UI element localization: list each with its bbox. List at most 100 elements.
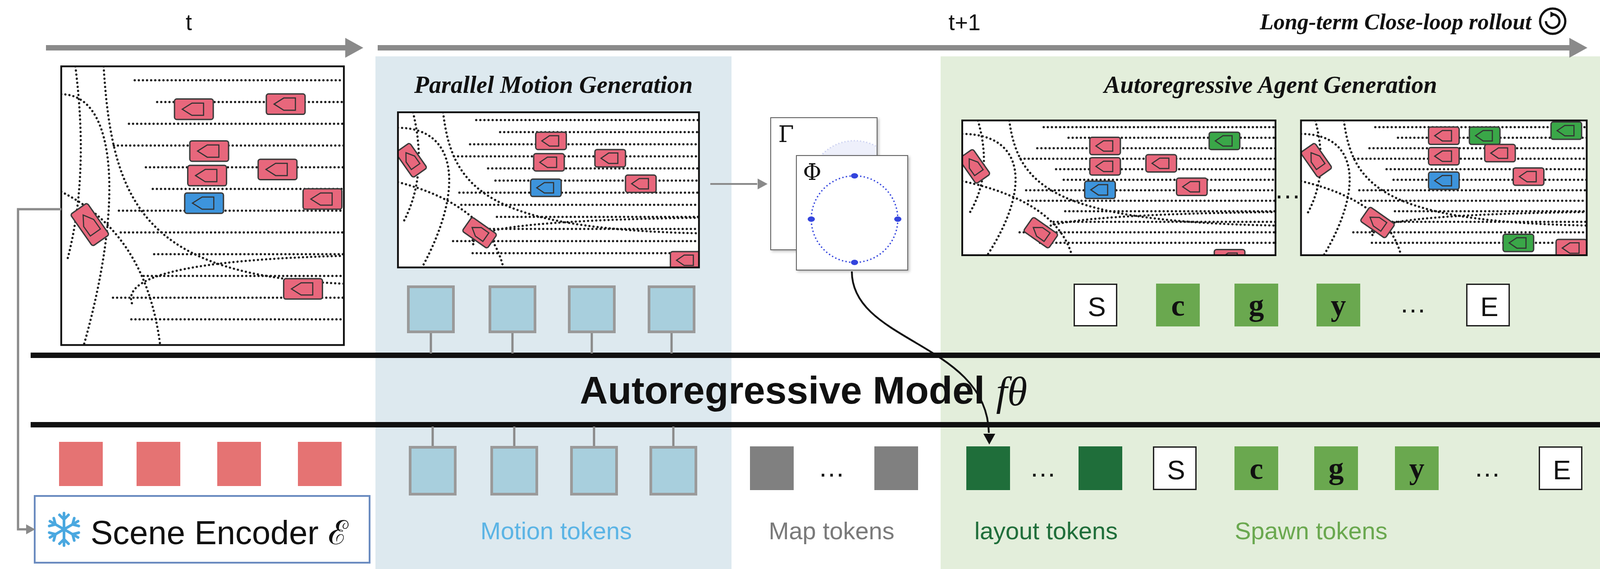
feed-line (18, 209, 62, 530)
token-box: c (1156, 283, 1200, 327)
vehicle-heading (265, 163, 288, 176)
ellipsis: … (1399, 287, 1427, 319)
lane-line (146, 165, 344, 169)
lane-line (152, 187, 344, 191)
model-name: Autoregressive Model (580, 367, 985, 413)
timeline-arrow (45, 45, 348, 51)
vehicle-body (189, 140, 229, 161)
vehicle (70, 202, 110, 247)
scene-token (217, 441, 261, 486)
lane-line (66, 66, 81, 262)
ellipsis: … (1473, 451, 1501, 483)
feature-point (807, 216, 815, 222)
vehicle-heading (310, 192, 333, 206)
token-caption: Map tokens (768, 516, 895, 545)
vehicle (266, 93, 306, 115)
arrow-head (1550, 11, 1556, 18)
feature-card: Φ (795, 155, 909, 271)
scene-token (297, 441, 342, 486)
node-text: c (1170, 287, 1185, 323)
vehicle-body (184, 192, 224, 214)
node-text: S (1087, 290, 1106, 322)
node-text: y (1409, 450, 1425, 486)
node-text: Parallel Motion Generation (414, 70, 693, 99)
token-box: E (1538, 446, 1583, 490)
lane-line (131, 255, 344, 303)
vehicle-body (70, 202, 110, 247)
node-caption: Spawn tokens (1234, 516, 1388, 545)
map-token (749, 446, 794, 490)
vehicle-body (302, 188, 342, 210)
vehicle-heading (77, 211, 101, 236)
vehicle (189, 140, 229, 161)
lane-line (120, 231, 344, 234)
feature-circle (811, 175, 898, 263)
vehicle-body (258, 159, 298, 180)
lane-line (118, 209, 344, 212)
vehicle (174, 99, 214, 120)
token-box: S (1073, 283, 1118, 327)
ellipsis: … (818, 451, 846, 483)
scene-map (61, 66, 344, 345)
stage-panel: Parallel Motion GenerationMotion tokens (375, 56, 732, 569)
time-label: t+1 (948, 9, 981, 36)
lane-line (143, 274, 344, 277)
node-text: S (1166, 453, 1185, 485)
scene-token (59, 441, 103, 486)
vehicle-heading (197, 144, 219, 157)
model-symbol: fθ (996, 368, 1028, 415)
token-box: y (1316, 283, 1361, 327)
vehicle-body (174, 99, 214, 120)
arrow-head (1569, 37, 1588, 58)
token-box: E (1466, 283, 1510, 327)
token-box: c (1234, 446, 1279, 490)
node-text: g (1248, 287, 1265, 323)
vehicle-heading (195, 169, 217, 182)
lane-line (103, 66, 344, 284)
arrow-head (757, 178, 768, 190)
node-caption: layout tokens (974, 516, 1118, 545)
node-text: Φ (803, 159, 822, 186)
map-token (874, 446, 919, 490)
token-box: y (1394, 446, 1439, 490)
node-text: c (1249, 450, 1263, 486)
stage-panel: Autoregressive Agent Generation layout to… (940, 56, 1600, 569)
node-text: E (1552, 453, 1571, 485)
scene-ground (61, 66, 344, 345)
lane-line (113, 296, 344, 299)
vehicle-body (187, 165, 227, 186)
vehicle-body (283, 278, 323, 299)
node-text: g (1328, 450, 1344, 486)
token-box: g (1234, 283, 1279, 327)
encoder-box: Scene Encoder ℰ (33, 494, 371, 564)
token-box: S (1152, 446, 1197, 490)
lane-line (157, 100, 344, 104)
vehicle-heading (182, 103, 204, 116)
rollout-label: Long-term Close-loop rollout (1259, 8, 1532, 35)
node-caption: Motion tokens (480, 516, 632, 545)
rollout-icon (1540, 8, 1566, 34)
feature-point (850, 259, 859, 266)
vehicle-heading (192, 196, 214, 210)
scene-token (136, 441, 181, 486)
lane-line (113, 144, 344, 147)
vehicle (302, 188, 342, 210)
token-box: g (1314, 446, 1358, 490)
lane-line (154, 252, 344, 256)
node-text: Autoregressive Agent Generation (1103, 70, 1437, 99)
time-label: t (185, 9, 192, 36)
vehicle-body (266, 93, 306, 115)
node-text: y (1330, 287, 1347, 323)
node-text: Γ (778, 121, 795, 148)
feature-point (850, 173, 859, 179)
vehicle (283, 278, 323, 299)
feature-point (894, 216, 902, 222)
node-text: Scene Encoder ℰ (90, 508, 349, 554)
lane-line (134, 79, 344, 82)
lane-line (128, 122, 344, 125)
vehicle (258, 159, 298, 180)
ellipsis: … (1029, 451, 1057, 483)
arrow-head (345, 37, 364, 58)
lane-line (131, 318, 344, 321)
node-text: E (1480, 290, 1499, 322)
